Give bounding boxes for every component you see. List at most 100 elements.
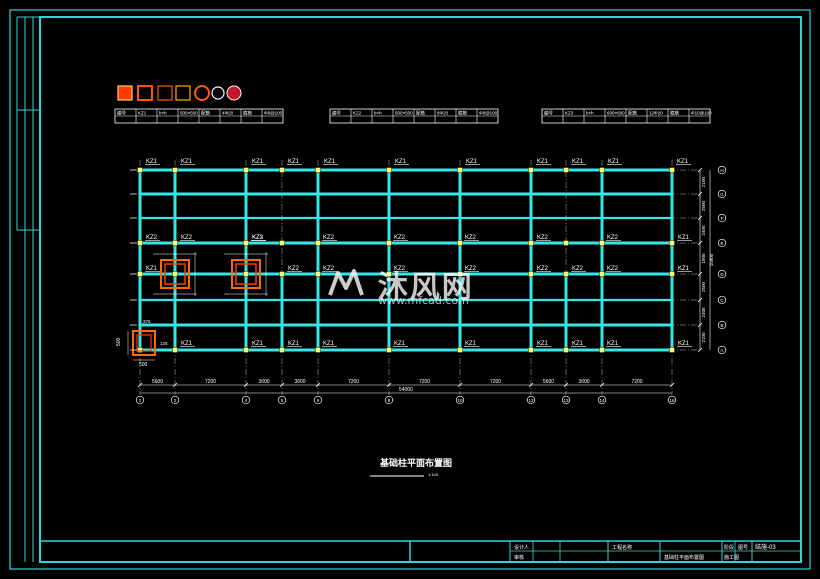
column-marker — [528, 347, 534, 353]
axis-bubble-x — [526, 395, 536, 405]
dimension-value: 7200 — [490, 379, 501, 385]
column-marker — [563, 240, 569, 246]
column-label: KZ2 — [181, 235, 193, 241]
column-label: KZ1 — [252, 159, 264, 165]
legend-table-cell: 编号 — [332, 110, 341, 117]
axis-label-x: 8 — [388, 398, 391, 403]
footing-rebar — [235, 263, 257, 285]
legend-table-cell: 4Φ20 — [222, 111, 234, 116]
legend-table-cell: 箍筋 — [243, 110, 252, 117]
axis-label-y: A — [720, 348, 723, 353]
dimension-value: 3600 — [294, 379, 305, 385]
dimension-tick — [137, 382, 143, 388]
column-marker — [669, 167, 675, 173]
column-label: KZ1 — [181, 341, 193, 347]
column-marker — [599, 167, 605, 173]
axis-label-x: 2 — [174, 398, 177, 403]
column-marker — [172, 271, 178, 277]
title-block-drawing-no: 结施-03 — [755, 543, 776, 551]
dimension-value: 2500 — [701, 200, 706, 211]
dimension-value: 2100 — [701, 176, 706, 187]
column-label: KZ2 — [323, 235, 335, 241]
dimension-tick — [457, 382, 463, 388]
legend-table-cell: 600×600 — [607, 111, 625, 116]
column-label: KZ2 — [572, 266, 584, 272]
legend-table-cell: 配筋 — [201, 110, 210, 117]
axis-bubble-x — [170, 395, 180, 405]
column-label: KZ2 — [323, 266, 335, 272]
dimension-tick — [697, 240, 703, 246]
column-label: KZ1 — [288, 341, 300, 347]
column-label: KZ1 — [572, 159, 584, 165]
dimension-value: 3600 — [578, 379, 589, 385]
column-marker — [599, 240, 605, 246]
axis-bubble-x — [241, 395, 251, 405]
footing-outline — [160, 259, 190, 289]
dimension-tick — [697, 215, 703, 221]
legend-table-cell: 配筋 — [628, 110, 637, 117]
axis-label-y: D — [720, 272, 724, 277]
axis-label-x: 16 — [669, 398, 675, 403]
dimension-tick — [386, 382, 392, 388]
column-marker — [669, 347, 675, 353]
column-marker — [563, 271, 569, 277]
axis-bubble-y — [717, 189, 727, 199]
column-label: KZ1 — [678, 341, 690, 347]
axis-bubble-y — [717, 238, 727, 248]
legend-column-round-icon — [226, 85, 242, 101]
detail-height: 500 — [116, 337, 122, 346]
column-label: KZ1 — [146, 266, 158, 272]
axis-bubble-y — [717, 165, 727, 175]
axis-bubble-x — [561, 395, 571, 405]
column-label: KZ1 — [465, 341, 477, 347]
dimension-value: 5600 — [543, 379, 554, 385]
column-label: KZ1 — [324, 159, 336, 165]
column-marker — [243, 271, 249, 277]
legend-table-cell: 编号 — [117, 110, 126, 117]
column-marker — [172, 347, 178, 353]
column-label: KZ1 — [677, 159, 689, 165]
dimension-tick — [172, 382, 178, 388]
column-marker — [315, 271, 321, 277]
column-label: KZ2 — [465, 235, 477, 241]
axis-label-x: 6 — [317, 398, 320, 403]
legend-table-cell: KZ3 — [565, 111, 574, 116]
column-marker — [172, 240, 178, 246]
legend-table-cell: 12Φ20 — [649, 111, 663, 116]
title-block-stage: 施工图 — [724, 554, 739, 561]
dimension-tick — [315, 382, 321, 388]
dimension-tick — [697, 347, 703, 353]
column-marker — [243, 347, 249, 353]
dimension-tick — [697, 167, 703, 173]
column-marker — [457, 271, 463, 277]
column-marker — [457, 167, 463, 173]
column-marker — [137, 271, 143, 277]
column-marker — [599, 271, 605, 277]
detail-width: 500 — [139, 362, 148, 368]
dimension-value: 2400 — [701, 225, 706, 236]
axis-bubble-y — [717, 213, 727, 223]
column-marker — [669, 271, 675, 277]
dimension-tick — [669, 382, 675, 388]
dimension-value: 2100 — [701, 332, 706, 343]
dimension-tick — [599, 382, 605, 388]
column-marker — [528, 167, 534, 173]
outer-frame — [9, 9, 811, 570]
dimension-value: 7200 — [631, 379, 642, 385]
column-label: KZ1 — [607, 341, 619, 347]
dimension-total: 54000 — [399, 387, 413, 393]
dimension-value: 7200 — [348, 379, 359, 385]
title-block-project-label: 工程名称 — [612, 544, 632, 551]
dimension-value: 7200 — [205, 379, 216, 385]
column-label: KZ1 — [288, 159, 300, 165]
column-marker — [457, 347, 463, 353]
legend-column-square-icon — [175, 85, 191, 101]
detail-rebar — [136, 334, 152, 352]
column-label: KZ2 — [146, 235, 158, 241]
column-label: KZ2 — [537, 235, 549, 241]
dimension-tick — [563, 382, 569, 388]
detail-footing — [132, 330, 156, 356]
detail-offset-a: 375 — [143, 319, 151, 324]
